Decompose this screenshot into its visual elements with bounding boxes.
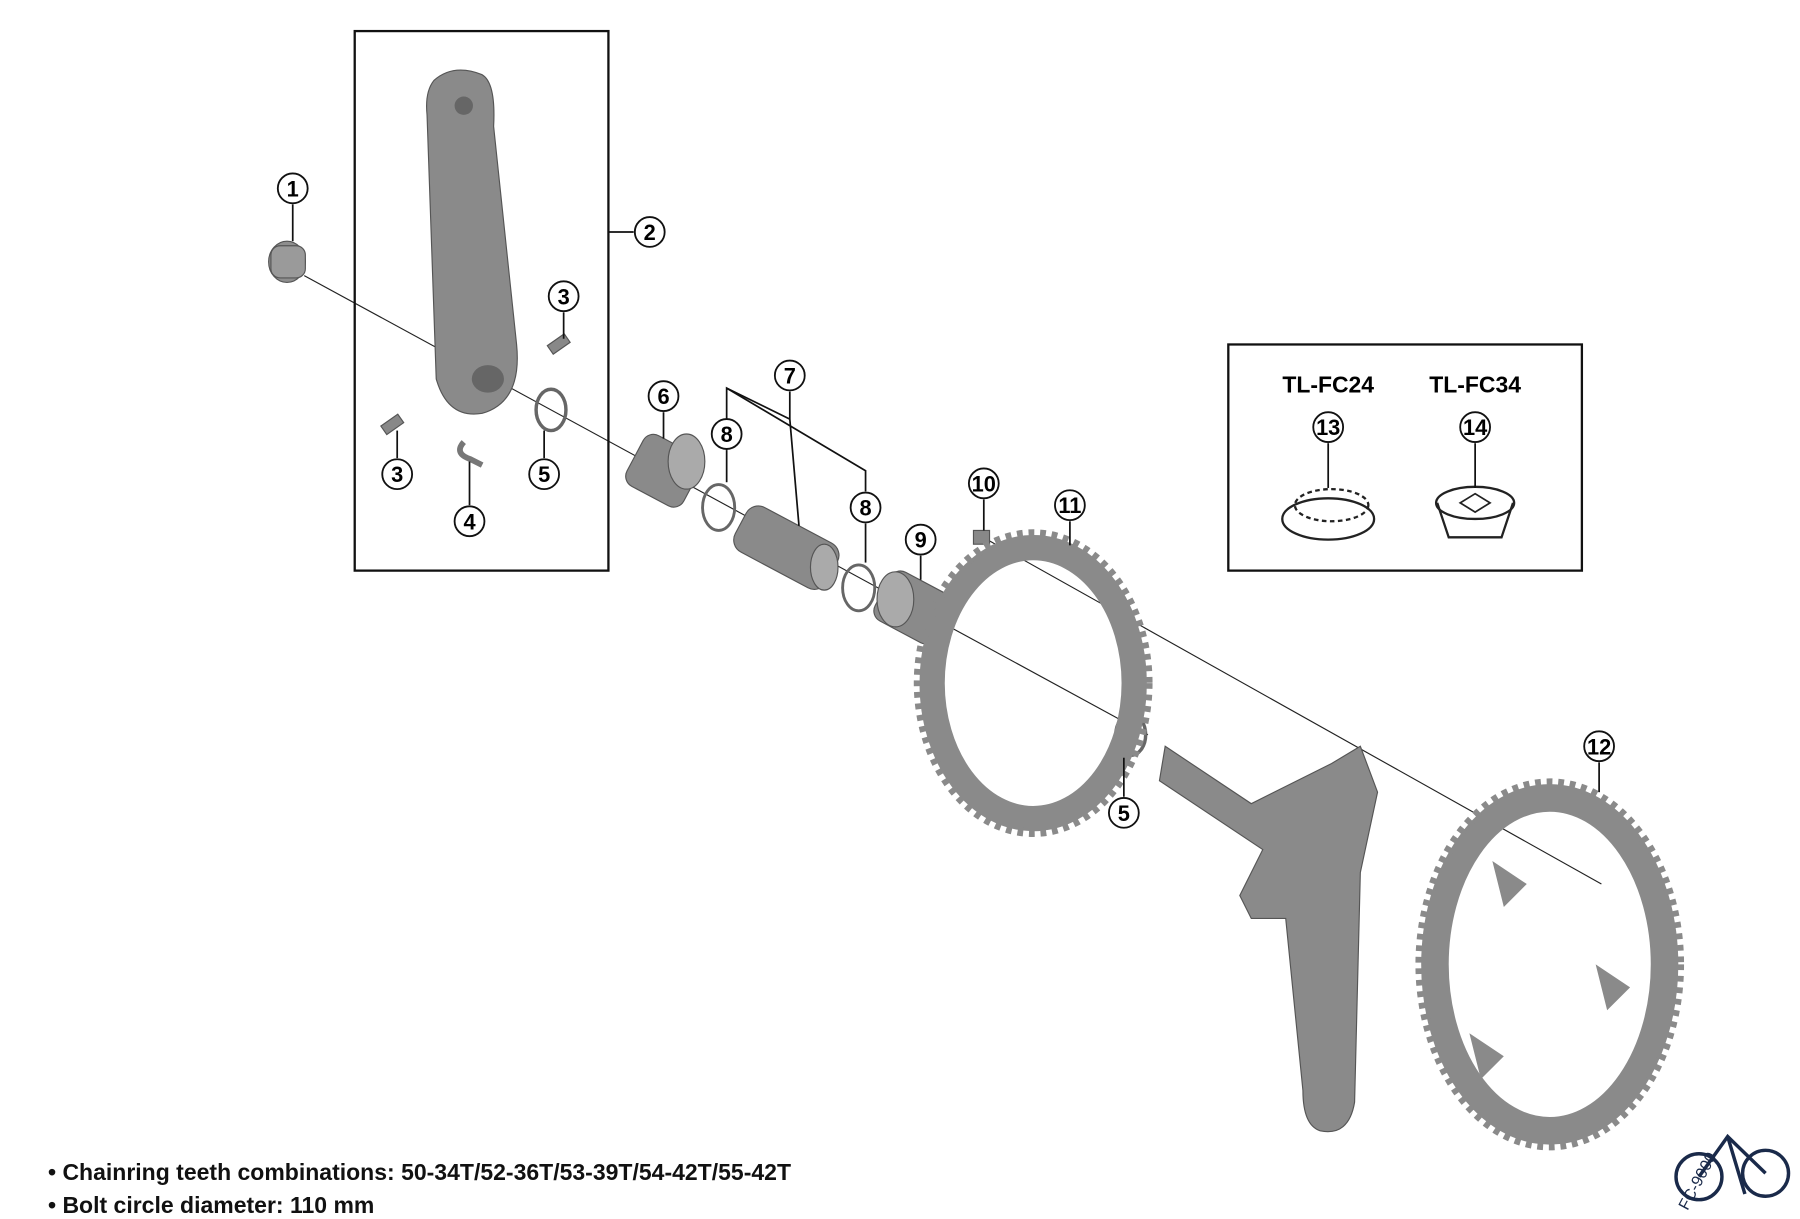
callout-5: 5 [528,458,560,491]
svg-text:10: 10 [972,471,996,496]
right-bb-cup-part [873,570,954,645]
seal-ring-part [841,563,877,613]
callout-1: 1 [276,172,309,205]
tool-name-14: TL-FC34 [1429,372,1521,398]
tool-tl-fc34-icon [1434,485,1516,539]
bike-logo-icon: FC-9000 [1674,1133,1791,1213]
left-crank-arm-part [426,69,518,415]
tools-box [1227,343,1584,572]
callout-12: 12 [1583,730,1615,763]
inner-cover-part [733,505,840,591]
pinch-bolt-part [546,333,571,355]
callout-14: 14 [1459,411,1491,443]
svg-text:5: 5 [1118,801,1130,826]
svg-text:11: 11 [1058,493,1081,518]
o-ring-part [534,387,568,433]
svg-text:9: 9 [915,528,927,553]
svg-text:8: 8 [721,422,733,447]
svg-text:2: 2 [644,220,656,245]
spindle-hole-icon [471,365,504,393]
tool-tl-fc24-icon [1281,487,1376,541]
callout-7: 7 [773,359,806,392]
callout-3: 3 [381,458,414,491]
callout-11: 11 [1054,489,1086,522]
svg-text:6: 6 [657,384,669,409]
chainring-bolt-part [972,529,991,545]
svg-text:13: 13 [1316,415,1340,440]
right-crank-arm-part [1158,745,1379,1133]
safety-plate-part [457,440,484,468]
left-bb-cup-part [625,433,706,508]
callout-10: 10 [967,467,1000,500]
pinch-bolt-part [380,413,405,436]
left-crank-box [353,29,610,572]
pedal-hole-icon [454,96,473,115]
inner-chainring-part [913,529,1153,837]
svg-text:4: 4 [463,509,475,534]
callout-4: 4 [453,505,486,538]
svg-text:14: 14 [1463,415,1487,440]
svg-text:7: 7 [784,364,796,389]
seal-ring-part [701,483,737,532]
svg-text:12: 12 [1587,734,1611,759]
callout-9: 9 [904,523,937,556]
crank-cap-part [268,240,306,284]
tool-name-13: TL-FC24 [1282,372,1374,398]
callouts: 1 2 3 3 4 5 5 6 7 8 8 9 10 11 12 13 14 [276,172,1615,829]
callout-8: 8 [849,491,882,524]
svg-text:1: 1 [287,176,299,201]
note-bolt-circle-diameter: • Bolt circle diameter: 110 mm [48,1192,375,1218]
callout-6: 6 [647,380,680,412]
svg-text:3: 3 [391,462,403,487]
callout-3: 3 [547,280,580,313]
callout-5: 5 [1108,796,1140,829]
callout-2: 2 [633,216,666,248]
callout-13: 13 [1312,411,1345,443]
callout-8: 8 [710,418,743,450]
note-chainring-combinations: • Chainring teeth combinations: 50-34T/5… [48,1159,791,1185]
svg-text:5: 5 [538,462,550,487]
svg-text:3: 3 [558,284,570,309]
outer-chainring-part [1415,778,1685,1151]
svg-text:8: 8 [859,496,871,521]
